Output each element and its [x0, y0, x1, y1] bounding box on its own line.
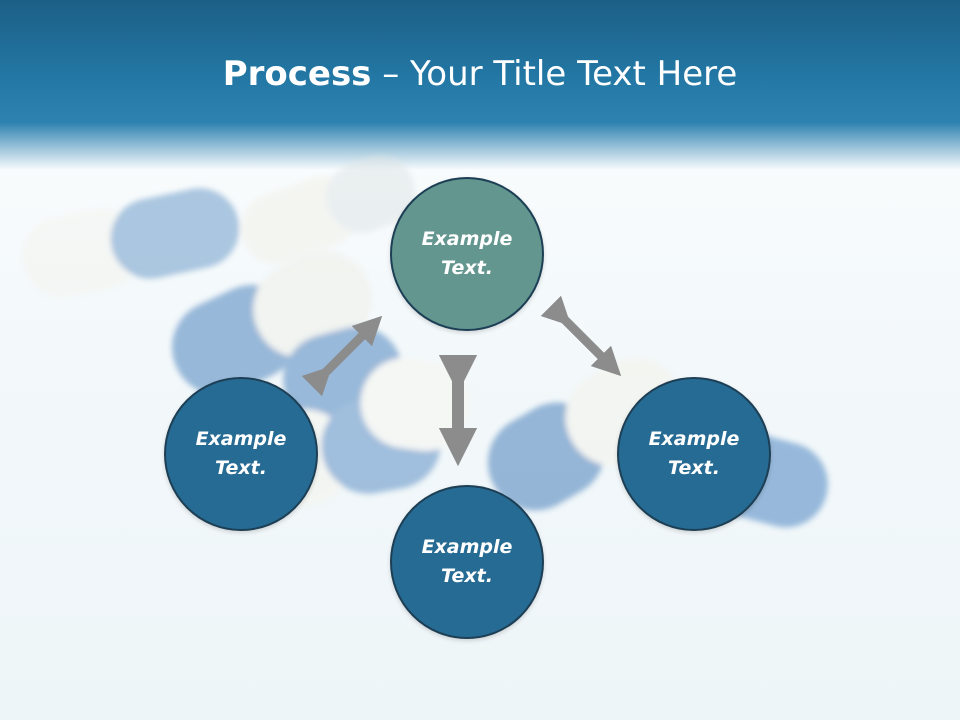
process-node-top-label: Example Text. — [421, 228, 513, 279]
process-node-right: Example Text. — [617, 377, 771, 531]
title-rest: – Your Title Text Here — [371, 54, 738, 94]
process-node-left-label: Example Text. — [195, 428, 287, 479]
process-node-top: Example Text. — [390, 177, 544, 331]
title-bold: Process — [222, 54, 372, 94]
process-node-bottom-label: Example Text. — [421, 536, 513, 587]
process-node-left: Example Text. — [164, 377, 318, 531]
page-title: Process – Your Title Text Here — [0, 52, 960, 96]
process-node-right-label: Example Text. — [648, 428, 740, 479]
title-banner — [0, 0, 960, 170]
process-node-bottom: Example Text. — [390, 485, 544, 639]
